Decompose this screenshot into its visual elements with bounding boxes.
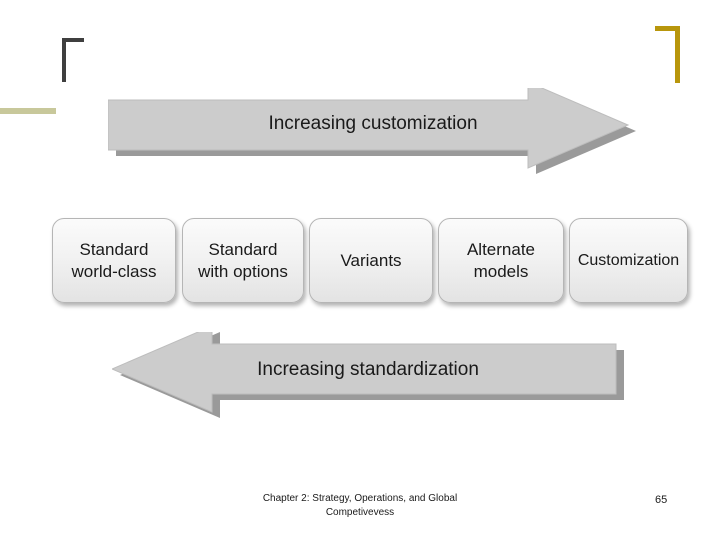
left-arrow-icon — [112, 332, 624, 418]
top-left-bracket-decoration — [62, 38, 84, 82]
category-boxes-row: Standard world-class Standard with optio… — [52, 218, 688, 308]
footer-page-number: 65 — [655, 494, 668, 506]
box-customization-label: Customization — [577, 251, 680, 269]
left-dash-decoration — [0, 108, 56, 114]
box-standard-world-class-label: Standard world-class — [71, 240, 157, 281]
box-standard-with-options-label: Standard with options — [198, 240, 288, 281]
top-right-bracket-decoration — [655, 26, 680, 83]
box-variants-label: Variants — [340, 250, 402, 270]
right-arrow-icon — [108, 88, 636, 174]
increasing-customization-arrow: Increasing customization — [108, 88, 638, 186]
footer-citation: Chapter 2: Strategy, Operations, and Glo… — [262, 493, 458, 518]
box-alternate-models-label: Alternate models — [466, 240, 536, 281]
box-alternate-models[interactable]: Alternate models — [438, 218, 564, 303]
box-standard-world-class[interactable]: Standard world-class — [52, 218, 176, 303]
increasing-standardization-arrow: Increasing standardization — [112, 332, 624, 430]
box-variants[interactable]: Variants — [309, 218, 433, 303]
box-customization[interactable]: Customization — [569, 218, 688, 303]
box-standard-with-options[interactable]: Standard with options — [182, 218, 304, 303]
